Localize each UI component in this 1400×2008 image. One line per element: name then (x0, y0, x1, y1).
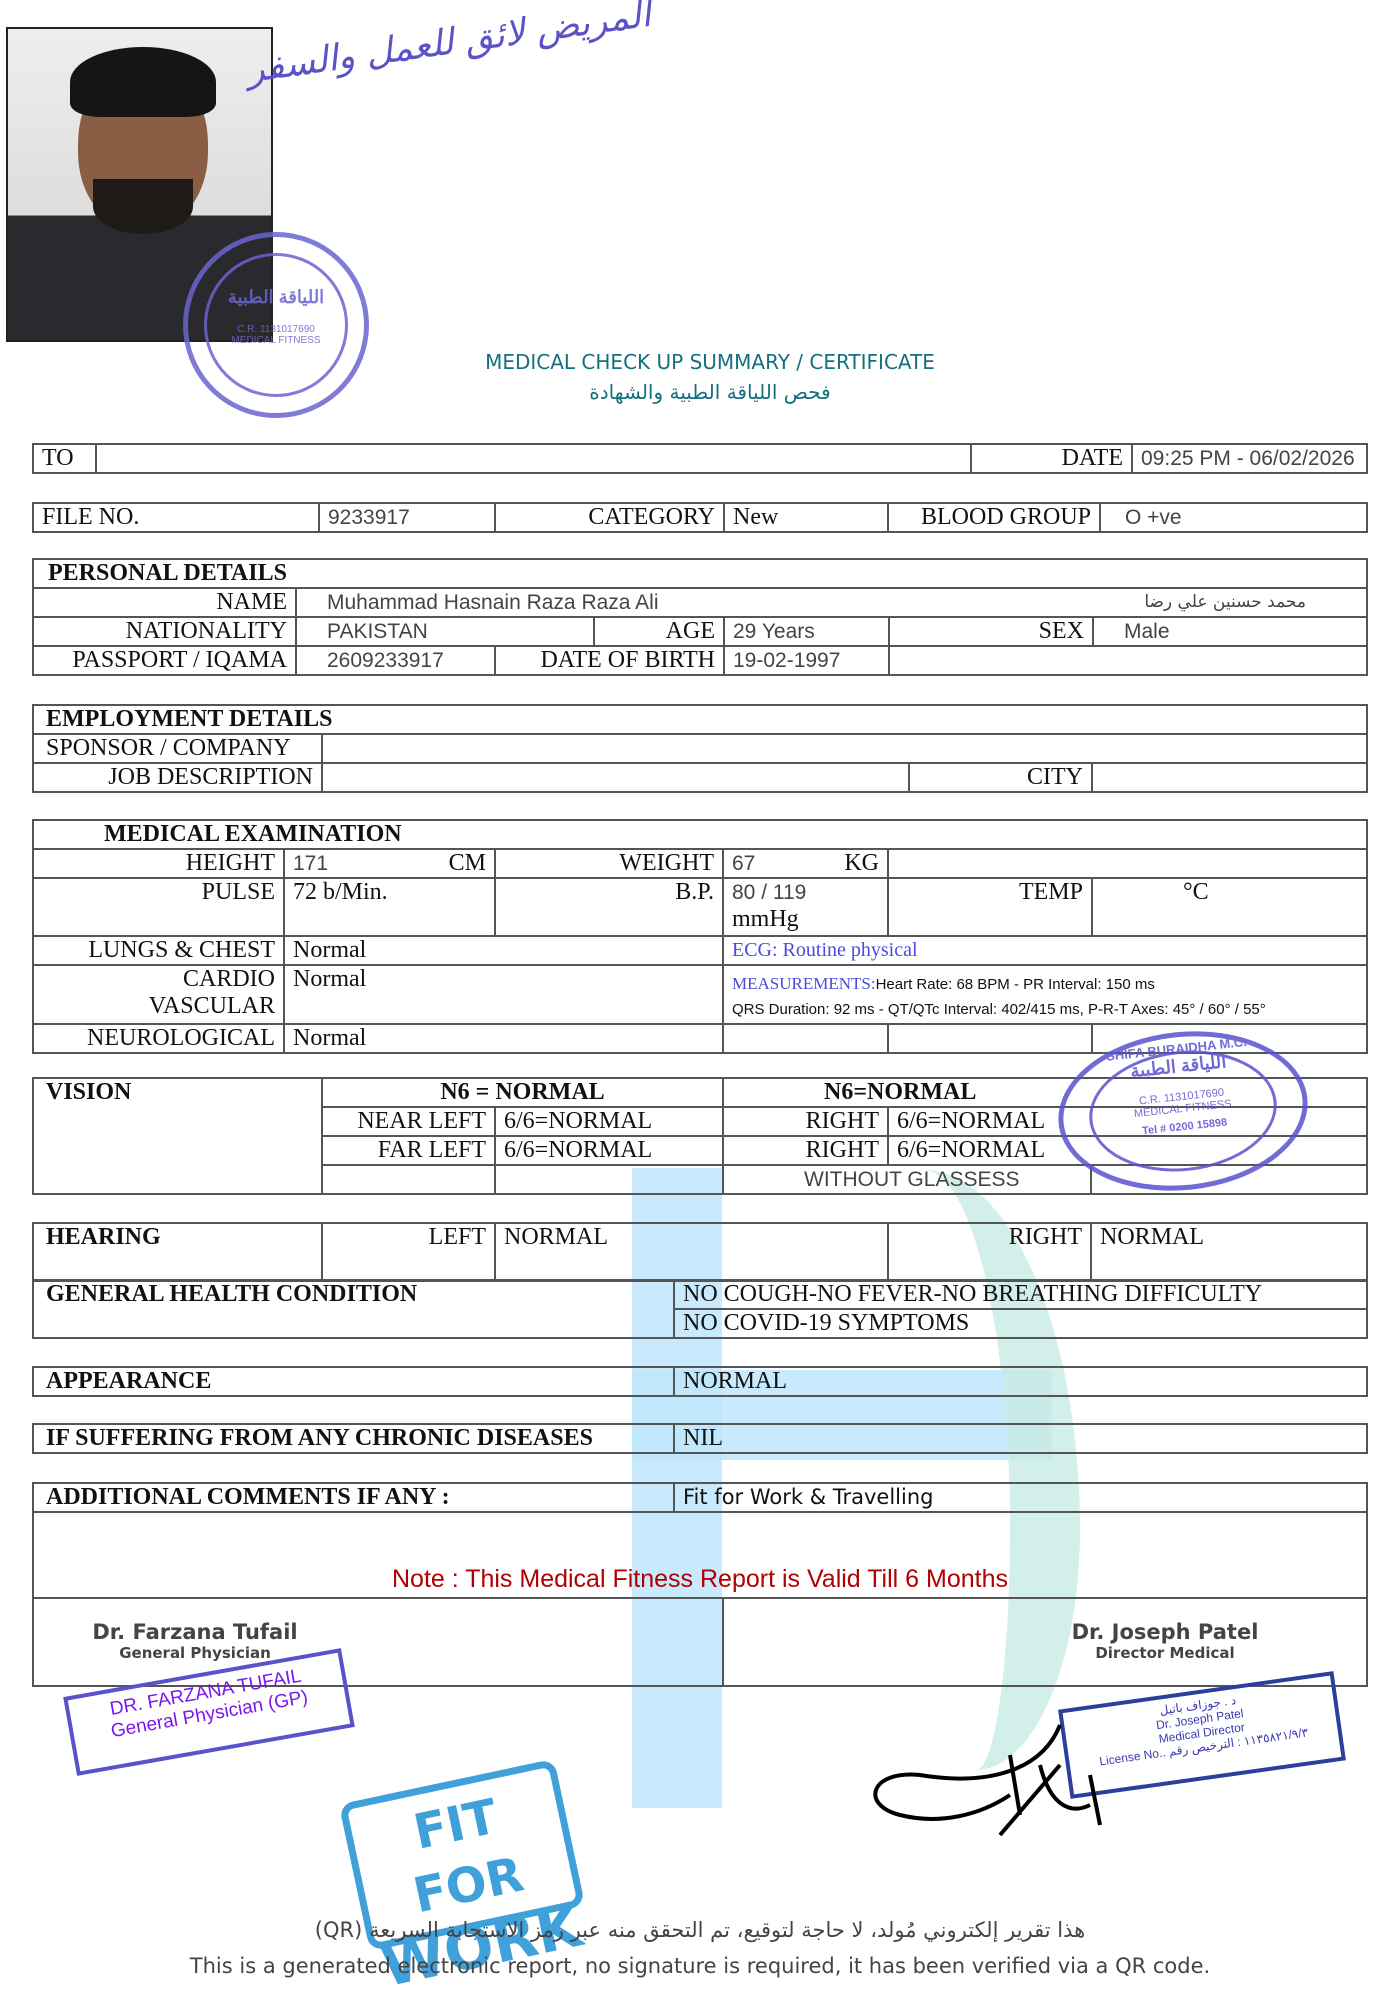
handwritten-note: المريض لائق للعمل والسفر (244, 0, 654, 92)
validity-note: Note : This Medical Fitness Report is Va… (32, 1511, 1368, 1599)
doctor-left: Dr. Farzana Tufail General Physician (92, 1620, 298, 1662)
date-value: 09:25 PM - 06/02/2026 (1131, 443, 1368, 474)
comments-table: ADDITIONAL COMMENTS IF ANY :Fit for Work… (32, 1482, 1368, 1687)
to-value (95, 443, 972, 474)
title-ar: فحص اللياقة الطبية والشهادة (589, 380, 831, 404)
doctor-right: Dr. Joseph Patel Director Medical (1071, 1620, 1259, 1662)
employment-details-table: EMPLOYMENT DETAILS SPONSOR / COMPANY JOB… (32, 704, 1368, 793)
clinic-stamp: اللياقة الطبية C.R. 1131017690 MEDICAL F… (183, 232, 369, 418)
title-en: MEDICAL CHECK UP SUMMARY / CERTIFICATE (485, 350, 935, 374)
signature (873, 1724, 1102, 1837)
footer-en: This is a generated electronic report, n… (189, 1954, 1211, 1978)
footer-ar: هذا تقرير إلكتروني مُولد، لا حاجة لتوقيع… (314, 1918, 1086, 1942)
